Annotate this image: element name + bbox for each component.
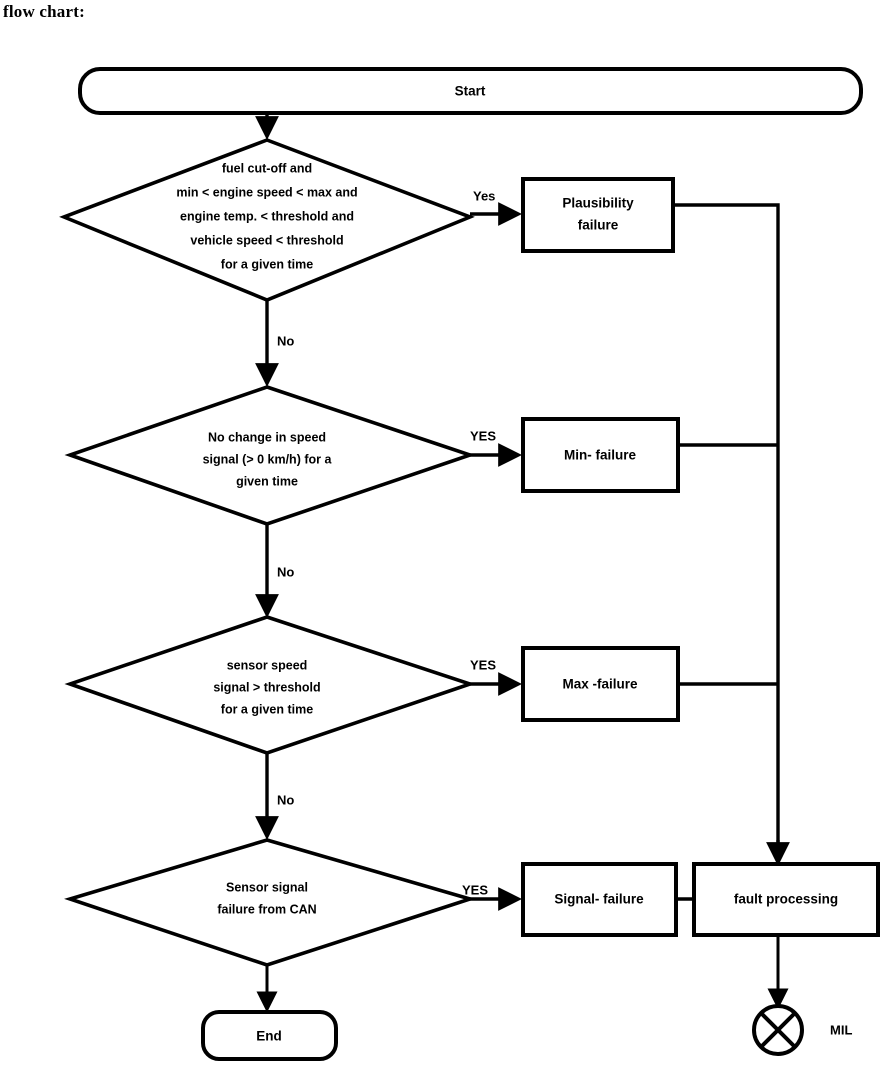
page-title: flow chart:: [3, 2, 85, 21]
decision2-line2: signal (> 0 km/h) for a: [203, 452, 333, 466]
decision3-line3: for a given time: [221, 702, 313, 716]
decision4-line2: failure from CAN: [217, 902, 316, 916]
node-end[interactable]: End: [201, 1010, 338, 1061]
mil-cross-line-b: [759, 1011, 797, 1049]
node-start[interactable]: Start: [78, 67, 863, 115]
mil-label: MIL: [830, 1022, 852, 1037]
edge-label-no2: No: [277, 564, 294, 579]
signal-failure-shape: [521, 862, 678, 937]
edge-label-no3: No: [277, 792, 294, 807]
node-fault-processing[interactable]: fault processing: [692, 862, 880, 937]
plausibility-failure-shape: [521, 177, 675, 253]
fault-processing-shape: [692, 862, 880, 937]
node-decision-min[interactable]: No change in speed signal (> 0 km/h) for…: [64, 385, 476, 526]
node-decision-signal[interactable]: Sensor signal failure from CAN: [64, 838, 477, 967]
signal-failure-label: Signal- failure: [554, 892, 644, 907]
max-failure-label: Max -failure: [562, 677, 638, 692]
min-failure-shape: [521, 417, 680, 493]
node-signal-failure[interactable]: Signal- failure: [521, 862, 678, 937]
edge-label-yes3: YES: [470, 657, 496, 672]
decision3-line2: signal > threshold: [213, 680, 320, 694]
max-failure-shape: [521, 646, 680, 722]
decision2-line3: given time: [236, 474, 298, 488]
plausibility-failure-line2: failure: [578, 218, 619, 233]
fault-processing-label: fault processing: [734, 892, 838, 907]
end-label: End: [256, 1029, 282, 1044]
edge-plausibility-to-bus: [673, 203, 780, 862]
plausibility-failure-line1: Plausibility: [562, 196, 634, 211]
start-label: Start: [455, 84, 486, 99]
mil-lamp-icon: [752, 1004, 804, 1056]
decision1-line3: engine temp. < threshold and: [180, 209, 354, 223]
node-min-failure[interactable]: Min- failure: [521, 417, 680, 493]
decision4-line1: Sensor signal: [226, 880, 308, 894]
edge-label-no1: No: [277, 333, 294, 348]
node-max-failure[interactable]: Max -failure: [521, 646, 680, 722]
decision1-line4: vehicle speed < threshold: [190, 233, 343, 247]
node-decision-plausibility[interactable]: fuel cut-off and min < engine speed < ma…: [59, 138, 475, 302]
node-decision-max[interactable]: sensor speed signal > threshold for a gi…: [64, 615, 476, 755]
decision1-line5: for a given time: [221, 257, 313, 271]
decision3-line1: sensor speed: [227, 658, 308, 672]
edge-label-yes4: YES: [462, 882, 488, 897]
edge-label-yes2: YES: [470, 428, 496, 443]
min-failure-label: Min- failure: [564, 448, 636, 463]
decision2-line1: No change in speed: [208, 430, 326, 444]
decision1-line1: fuel cut-off and: [222, 161, 312, 175]
start-shape: [78, 67, 863, 115]
edge-label-yes1: Yes: [473, 188, 495, 203]
end-shape: [201, 1010, 338, 1061]
decision1-line2: min < engine speed < max and: [176, 185, 357, 199]
node-plausibility-failure[interactable]: Plausibility failure: [521, 177, 675, 253]
